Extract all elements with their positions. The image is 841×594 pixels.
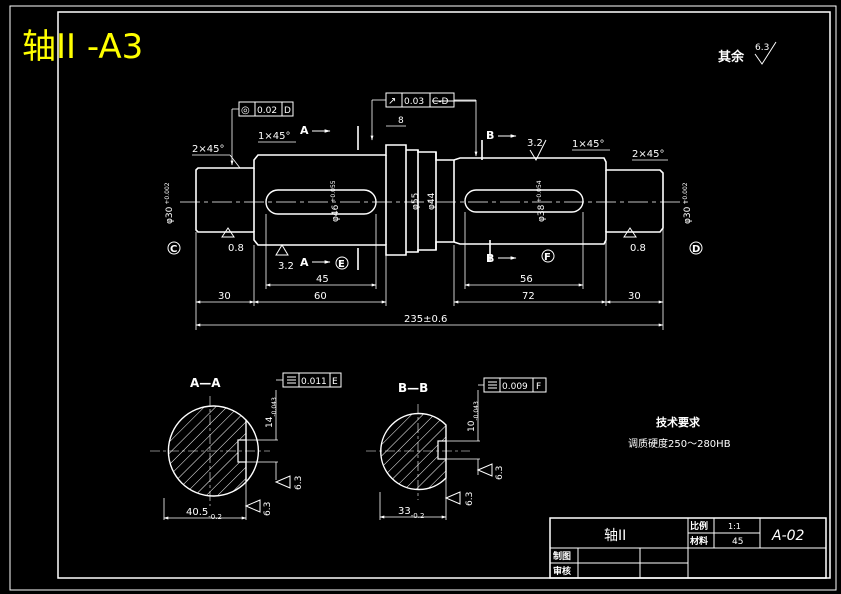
title-block-part-name: 轴II [604, 528, 626, 544]
datum-c-marker[interactable]: C [167, 241, 181, 255]
svg-text:6.3: 6.3 [495, 466, 505, 480]
svg-text:E: E [332, 377, 338, 387]
section-bb-key: 10-0.043 [467, 401, 480, 432]
section-bb-rough2: 6.3 [444, 491, 475, 506]
width-8-label: 8 [398, 116, 404, 126]
section-b-top: B [486, 129, 494, 142]
roughness-note-value: 6.3 [755, 43, 769, 53]
svg-text:6.3: 6.3 [294, 476, 304, 490]
d38-label: φ38+0.054 [536, 180, 547, 222]
datum-f-marker[interactable]: F [541, 249, 555, 263]
len-total: 235±0.6 [404, 314, 447, 325]
svg-text:C: C [170, 244, 177, 255]
section-aa-drawing [150, 390, 278, 520]
section-aa-width: 40.5-0.2 [186, 507, 222, 521]
svg-text:3.2: 3.2 [278, 261, 294, 272]
len-56: 56 [520, 274, 533, 285]
len-30-left: 30 [218, 291, 231, 302]
keyway-b [464, 189, 584, 213]
svg-text:0.8: 0.8 [630, 243, 646, 254]
title-block-drafter: 制图 [553, 550, 571, 562]
roughness-08-right: 0.8 [623, 227, 646, 254]
drawing-title: 轴II -A3 [22, 27, 143, 67]
section-aa-title: A—A [190, 376, 221, 390]
chamfer-mid-right-label: 1×45° [572, 139, 604, 150]
roughness-note-label: 其余 [718, 49, 745, 65]
d30-left-label: φ30+0.002 [164, 182, 175, 224]
section-bb-width: 33-0.2 [398, 506, 424, 520]
title-block [549, 517, 827, 579]
svg-text:F: F [536, 382, 541, 392]
length-dimensions [195, 212, 664, 330]
chamfer-left-label: 2×45° [192, 144, 224, 155]
len-60: 60 [314, 291, 327, 302]
concentricity-datum: D [284, 106, 291, 116]
concentricity-symbol: ◎ [241, 105, 250, 116]
svg-text:0.8: 0.8 [228, 243, 244, 254]
len-45: 45 [316, 274, 329, 285]
len-72: 72 [522, 291, 535, 302]
svg-text:0.011: 0.011 [301, 377, 327, 387]
title-block-drawing-no: A-02 [771, 528, 805, 544]
title-block-material-label: 材料 [689, 535, 708, 547]
concentricity-value: 0.02 [257, 106, 277, 116]
runout-datum: C-D [432, 97, 449, 107]
svg-text:6.3: 6.3 [465, 492, 475, 506]
d30-right-label: φ30+0.002 [682, 182, 693, 224]
runout-tolerance-frame: ↗ 0.03 C-D [370, 92, 478, 157]
roughness-note-symbol [754, 41, 777, 65]
runout-symbol: ↗ [388, 96, 396, 107]
outer-border [9, 5, 837, 591]
svg-text:6.3: 6.3 [263, 502, 273, 516]
len-30-right: 30 [628, 291, 641, 302]
section-aa-flat-frame: 0.011 E [276, 372, 342, 388]
title-block-scale-value: 1:1 [728, 522, 741, 531]
svg-text:F: F [544, 252, 551, 263]
datum-d-marker[interactable]: D [689, 241, 703, 255]
tech-req-title: 技术要求 [656, 415, 701, 429]
chamfer-left-leader-2 [229, 154, 241, 169]
section-a-top: A [300, 124, 309, 137]
title-block-checker: 审核 [553, 565, 571, 577]
runout-value: 0.03 [404, 97, 424, 107]
concentricity-tolerance-frame: ◎ 0.02 D [230, 101, 294, 166]
keyway-a [265, 189, 377, 215]
section-bb-flat-frame: 0.009 F [478, 377, 547, 393]
svg-text:D: D [692, 244, 700, 255]
svg-text:E: E [338, 259, 345, 270]
chamfer-mid-left-label: 1×45° [258, 131, 290, 142]
d46-label: φ46+0.055 [330, 180, 341, 222]
section-aa-rough1: 6.3 [274, 475, 304, 490]
inner-border [57, 11, 831, 579]
roughness-08-left: 0.8 [221, 227, 244, 254]
title-block-scale-label: 比例 [690, 520, 708, 532]
tech-req-line1: 调质硬度250～280HB [628, 437, 731, 450]
section-bb-title: B—B [398, 381, 428, 395]
datum-e-marker[interactable]: E [335, 256, 349, 270]
d44-label: φ44 [427, 192, 437, 210]
roughness-32-top: 3.2 [527, 138, 547, 162]
title-block-material-value: 45 [732, 537, 743, 547]
section-b-bottom: B [486, 252, 494, 265]
section-bb-drawing [366, 390, 480, 520]
roughness-32-bottom: 3.2 [275, 244, 294, 272]
svg-text:3.2: 3.2 [527, 138, 543, 149]
section-bb-rough1: 6.3 [476, 463, 505, 480]
d55-label: φ55 [411, 193, 421, 210]
shaft-outline [195, 144, 664, 256]
section-aa-key: 14-0.043 [265, 397, 278, 428]
svg-text:0.009: 0.009 [502, 382, 528, 392]
section-aa-rough2: 6.3 [244, 499, 273, 516]
chamfer-right-label: 2×45° [632, 149, 664, 160]
section-a-bottom: A [300, 256, 309, 269]
